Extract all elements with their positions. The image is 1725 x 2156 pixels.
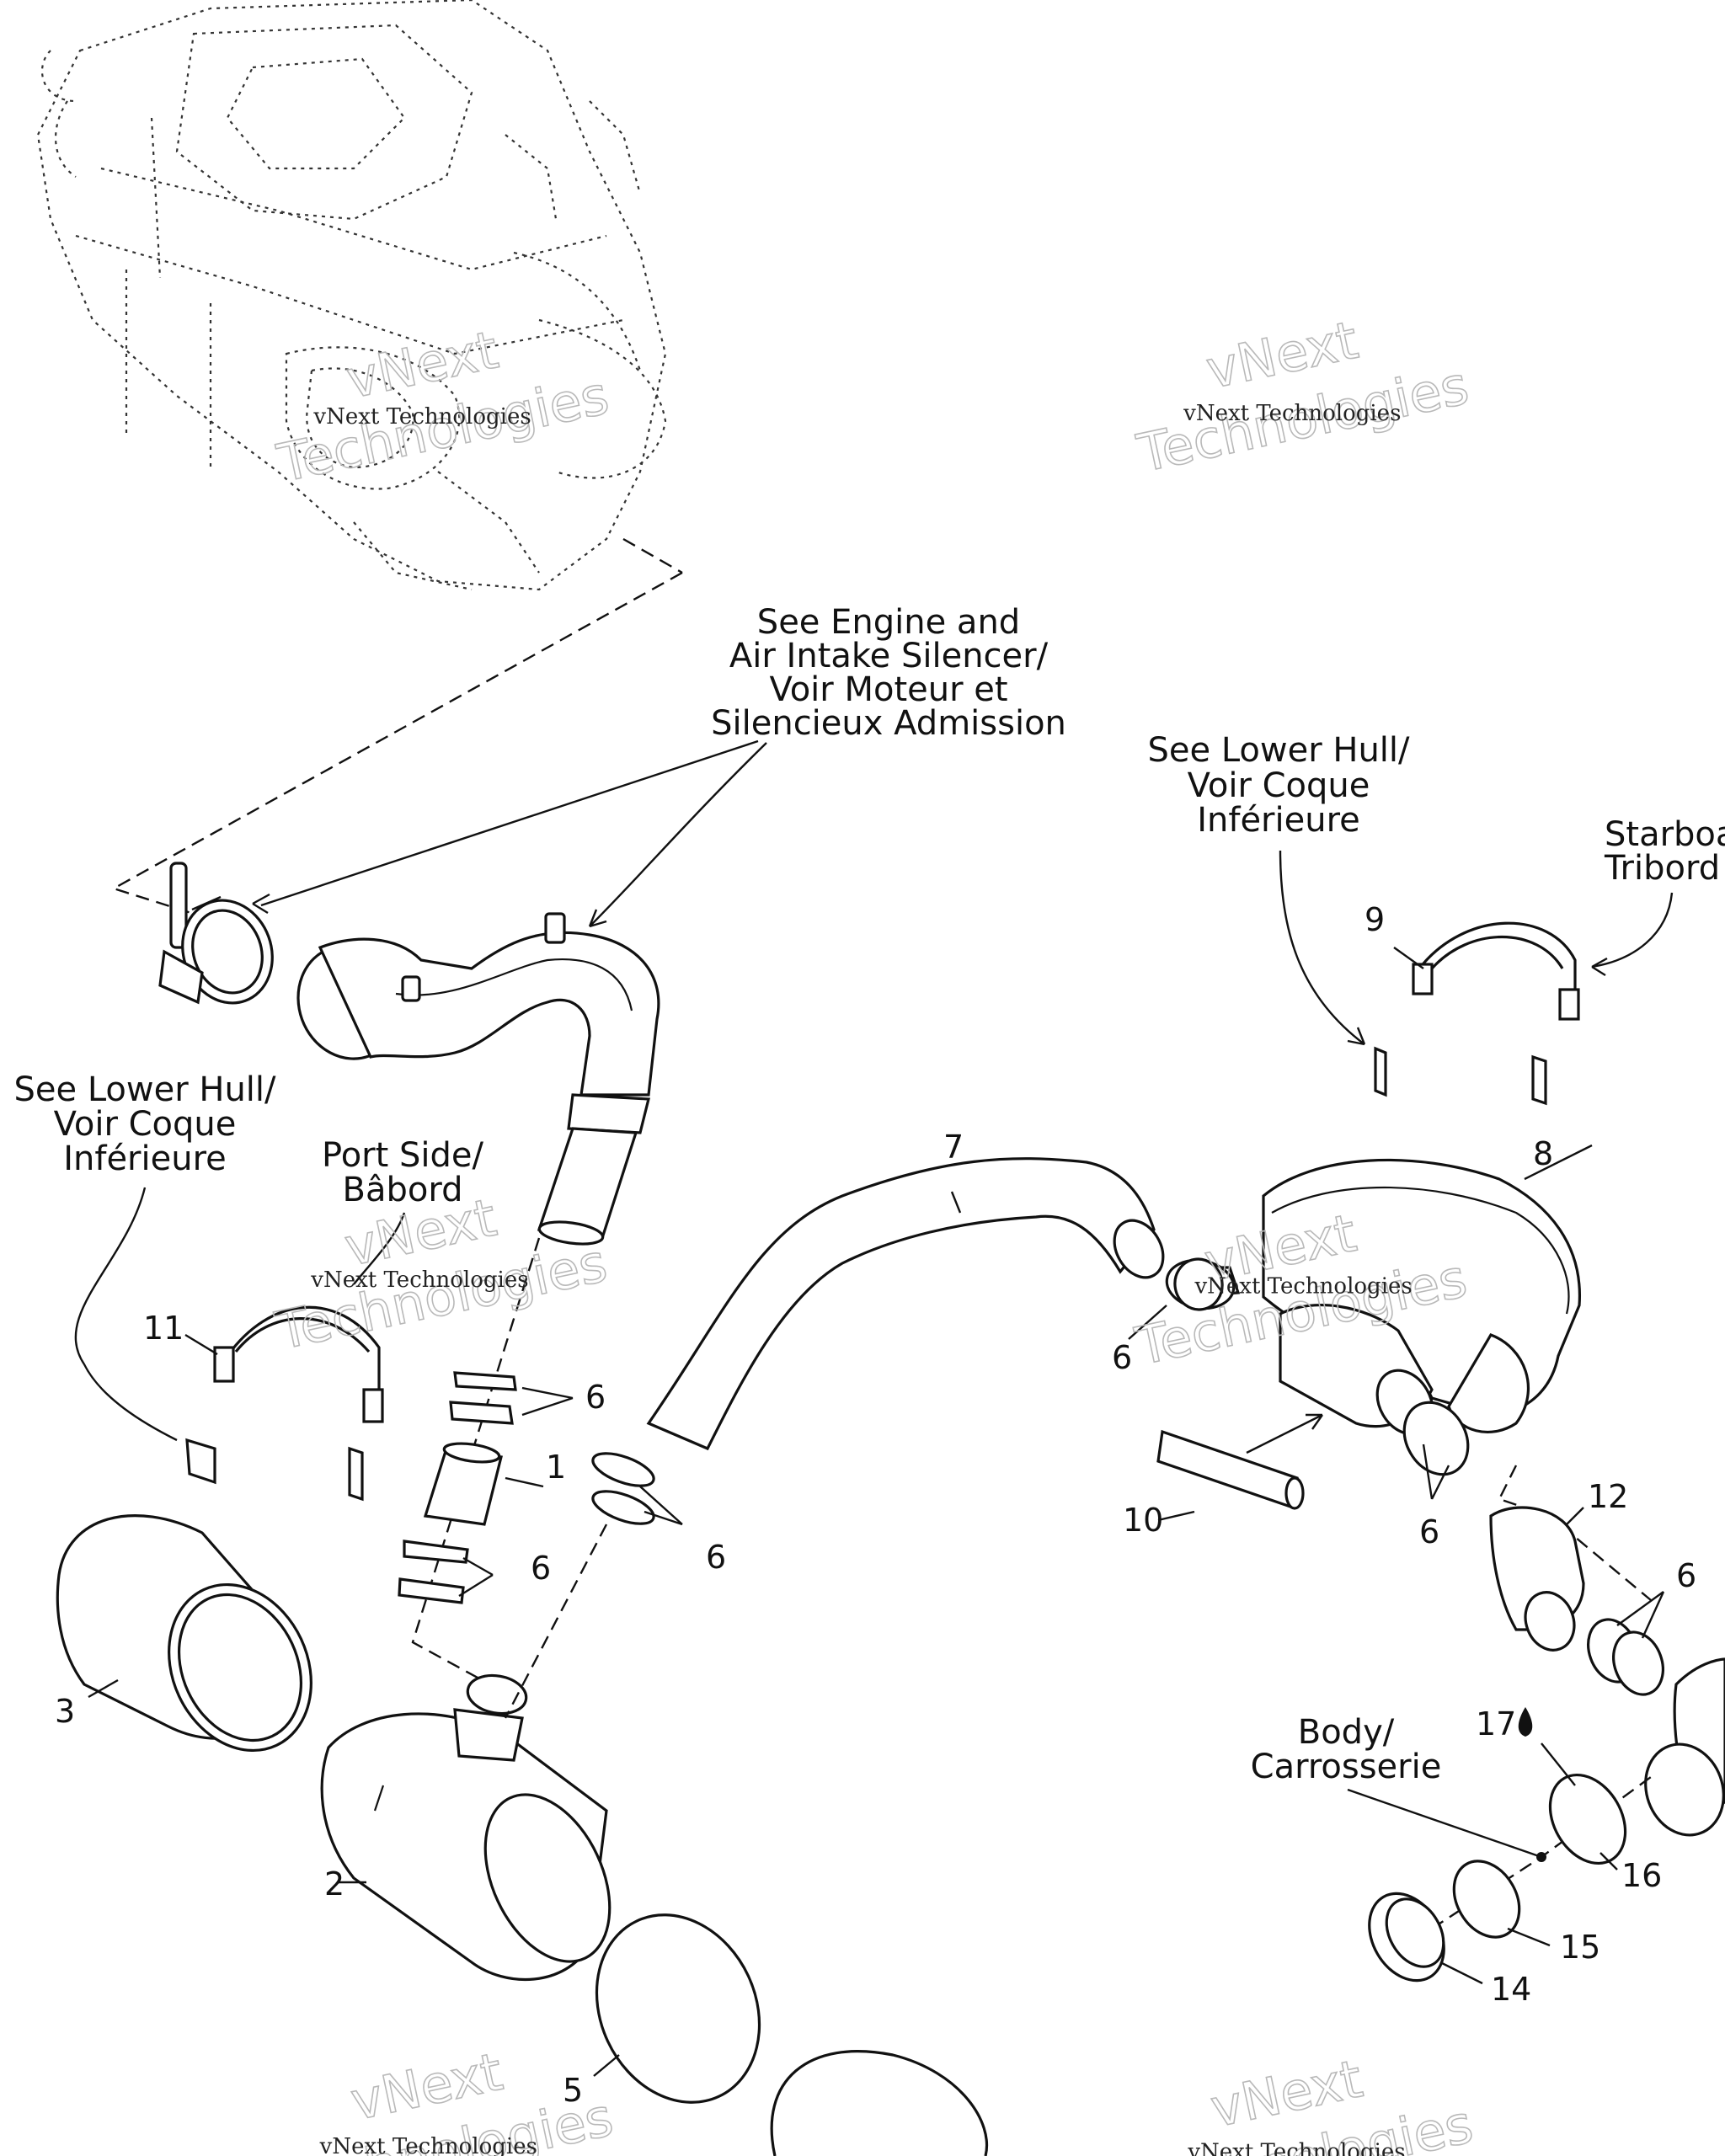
ring-15 xyxy=(1452,1860,1521,1939)
callout-6b: 6 xyxy=(531,1550,551,1587)
outlet-fitting xyxy=(1644,1657,1725,1837)
see-lower-hull-right-label: See Lower Hull/ Voir Coque Inférieure xyxy=(1148,731,1411,840)
callout-8: 8 xyxy=(1533,1135,1553,1172)
see-lower-hull-left-leader xyxy=(74,1187,178,1442)
see-engine-leader-1 xyxy=(252,739,759,915)
see-engine-leader-2 xyxy=(588,742,767,928)
watermark-bottom-right: vNext Technologies vNext Technologies xyxy=(1135,2047,1478,2156)
callout-2: 2 xyxy=(324,1865,344,1903)
watermark-top-right: vNext Technologies vNext Technologies xyxy=(1131,308,1474,485)
muffler-3 xyxy=(56,1514,312,1753)
exhaust-manifold-pipe xyxy=(296,912,660,1246)
body-line-2: Carrosserie xyxy=(1251,1748,1442,1786)
sealant-drop-icon xyxy=(1518,1707,1533,1737)
callout-6a: 6 xyxy=(585,1379,606,1416)
pipe-7-centerline xyxy=(504,1524,608,1719)
port-side-leader xyxy=(353,1212,406,1285)
port-side-line-1: Port Side/ xyxy=(322,1136,484,1175)
starboard-leader xyxy=(1591,892,1674,977)
callout-11: 11 xyxy=(143,1310,184,1347)
strap-11 xyxy=(185,1305,384,1502)
callout-6c: 6 xyxy=(706,1539,726,1576)
clamps-6-lower xyxy=(398,1540,469,1604)
svg-text:vNext Technologies: vNext Technologies xyxy=(1187,2139,1405,2156)
see-engine-line-2: Air Intake Silencer/ xyxy=(729,637,1049,675)
left-assembly-centerline xyxy=(411,1237,541,1694)
engine-connector-line xyxy=(110,571,683,915)
svg-text:vNext Technologies: vNext Technologies xyxy=(310,1267,528,1293)
callout-12: 12 xyxy=(1588,1478,1628,1515)
callout-5: 5 xyxy=(563,2072,583,2109)
callout-7: 7 xyxy=(943,1129,964,1166)
svg-text:vNext Technologies: vNext Technologies xyxy=(1194,1273,1412,1299)
port-side-label: Port Side/ Bâbord xyxy=(322,1136,484,1209)
watermark-top-left: vNext Technologies vNext Technologies xyxy=(271,318,614,495)
clamps-6-middle xyxy=(591,1452,655,1525)
svg-text:vNext Technologies: vNext Technologies xyxy=(312,404,531,430)
see-engine-line-4: Silencieux Admission xyxy=(711,704,1066,743)
clamps-6-upper xyxy=(449,1371,517,1425)
callout-14: 14 xyxy=(1491,1971,1531,2008)
see-engine-line-3: Voir Moteur et xyxy=(769,670,1007,709)
callout-16: 16 xyxy=(1621,1857,1662,1894)
see-engine-label: See Engine and Air Intake Silencer/ Voir… xyxy=(711,603,1066,743)
pad-10-leader xyxy=(1246,1413,1323,1454)
callout-15: 15 xyxy=(1560,1929,1600,1966)
end-cap-partial xyxy=(770,2050,988,2156)
svg-text:vNext Technologies: vNext Technologies xyxy=(1183,401,1401,426)
see-lower-hull-right-leader xyxy=(1279,850,1366,1046)
svg-text:vNext Technologies: vNext Technologies xyxy=(319,2134,537,2156)
see-lower-hull-right-line-2: Voir Coque xyxy=(1188,766,1370,805)
strap-9 xyxy=(1374,921,1580,1106)
starboard-line-1: Starboa xyxy=(1605,815,1725,854)
ring-16 xyxy=(1548,1773,1627,1865)
see-lower-hull-right-line-1: See Lower Hull/ xyxy=(1148,731,1411,770)
callout-6f: 6 xyxy=(1676,1557,1696,1594)
see-lower-hull-left-line-3: Inférieure xyxy=(63,1139,227,1178)
body-leader xyxy=(1347,1788,1542,1859)
callout-10: 10 xyxy=(1123,1502,1163,1539)
clamps-6-hose xyxy=(1587,1618,1664,1696)
starboard-line-2: Tribord xyxy=(1604,849,1720,888)
hose-12 xyxy=(1489,1506,1585,1652)
see-lower-hull-right-line-3: Inférieure xyxy=(1197,801,1360,840)
exhaust-pipe-7 xyxy=(646,1157,1165,1451)
callout-numbers: 1 2 3 5 6 6 6 6 6 6 7 8 9 10 11 12 14 15… xyxy=(55,901,1696,2109)
see-lower-hull-left-label: See Lower Hull/ Voir Coque Inférieure xyxy=(14,1070,277,1178)
coupler-1 xyxy=(423,1442,503,1526)
callout-6e: 6 xyxy=(1419,1513,1439,1550)
body-line-1: Body/ xyxy=(1298,1713,1395,1752)
nut-14 xyxy=(1368,1892,1445,1983)
body-label: Body/ Carrosserie xyxy=(1251,1713,1442,1786)
callout-17: 17 xyxy=(1476,1705,1516,1742)
callout-9: 9 xyxy=(1365,901,1385,938)
callout-1: 1 xyxy=(546,1449,566,1486)
v-band-clamp xyxy=(158,862,274,1005)
engine-connector-line-2 xyxy=(622,537,683,574)
pad-10 xyxy=(1156,1429,1305,1510)
clamps-6-resonator xyxy=(1173,1257,1224,1311)
engine-phantom-drawing xyxy=(36,0,667,591)
starboard-label: Starboa Tribord xyxy=(1604,815,1725,888)
callout-3: 3 xyxy=(55,1693,75,1730)
ring-5 xyxy=(595,1913,761,2104)
port-side-line-2: Bâbord xyxy=(343,1171,463,1209)
resonator-8 xyxy=(1165,1158,1582,1476)
see-lower-hull-left-line-1: See Lower Hull/ xyxy=(14,1070,277,1109)
see-engine-line-1: See Engine and xyxy=(757,603,1020,642)
muffler-2 xyxy=(320,1673,611,1982)
callout-leaders xyxy=(88,947,1665,2077)
callout-6d: 6 xyxy=(1112,1339,1132,1376)
see-lower-hull-left-line-2: Voir Coque xyxy=(54,1105,237,1144)
